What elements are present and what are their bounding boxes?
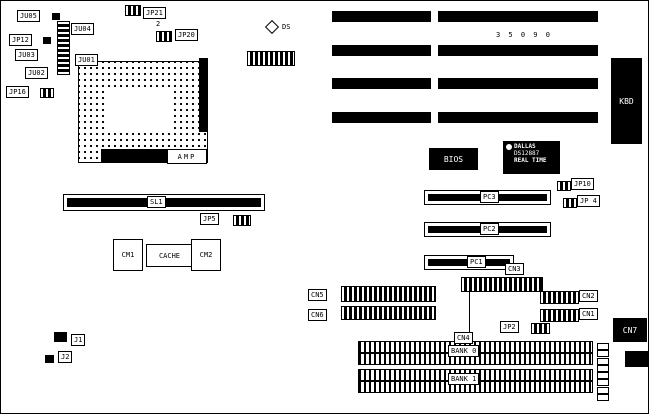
board-code: 3 5 0 9 0 <box>496 31 552 39</box>
isa-slot <box>438 45 598 56</box>
jumper-label-jp10: JP10 <box>571 178 594 190</box>
jumper-label-ju03: JU03 <box>15 49 38 61</box>
chip-cm1: CM1 <box>113 239 143 271</box>
jp21-connector <box>125 5 141 16</box>
slot-label-sl1: SL1 <box>147 196 166 208</box>
connector-label-cn6: CN6 <box>308 309 327 321</box>
cpu-bracket <box>101 149 167 162</box>
jumper-label-ju01: JU01 <box>75 54 98 66</box>
isa-slot <box>438 11 598 22</box>
ju05-connector <box>52 13 60 20</box>
jp20-pin1-marker: 2 <box>156 20 161 28</box>
isa-slot <box>438 78 598 89</box>
isa-slot <box>438 112 598 123</box>
jumper-label-jp5: JP5 <box>200 213 219 225</box>
voltage-regulator <box>199 58 208 132</box>
isa-slot <box>332 78 431 89</box>
bank0-label: BANK 0 <box>448 345 480 357</box>
cn1-connector <box>540 309 579 322</box>
chip-cm2: CM2 <box>191 239 221 271</box>
connector-label-cn1: CN1 <box>579 308 598 320</box>
keyboard-connector: KBD <box>611 58 642 144</box>
jumper-label-ju05: JU05 <box>17 10 40 22</box>
battery-diamond-icon <box>264 19 280 35</box>
jp4-connector <box>563 198 577 208</box>
jumper-label-j1: J1 <box>71 334 86 346</box>
connector-label-cn5: CN5 <box>308 289 327 301</box>
jumper-label-ju02: JU02 <box>25 67 48 79</box>
cn4-leader-line <box>469 291 470 333</box>
slot-label-pc3: PC3 <box>480 191 499 203</box>
ds-connector <box>247 51 295 66</box>
jp20-connector <box>156 31 172 42</box>
bios-chip: BIOS <box>429 148 478 170</box>
j2-connector <box>45 355 54 363</box>
jumper-label-ju04: JU04 <box>71 23 94 35</box>
jp16-connector <box>40 88 54 98</box>
pin-header <box>57 21 70 75</box>
jumper-label-jp20: JP20 <box>175 29 198 41</box>
chip-label-amp: AMP <box>167 149 207 164</box>
slot-label-pc1: PC1 <box>467 256 486 268</box>
power-pin-strip <box>597 343 609 401</box>
cn7-connector: CN7 <box>613 318 647 342</box>
cn5-connector <box>341 286 436 302</box>
isa-slot <box>332 112 431 123</box>
connector-label-cn2: CN2 <box>579 290 598 302</box>
rtc-text: DALLAS DS12887 REAL TIME <box>514 143 547 164</box>
isa-slot <box>332 11 431 22</box>
cn3-cn4-header <box>461 277 543 292</box>
connector-label-cn3: CN3 <box>505 263 524 275</box>
isa-slot <box>332 45 431 56</box>
battery-label-ds: DS <box>282 23 291 31</box>
jp5-connector <box>233 215 251 226</box>
cn6-connector <box>341 306 436 320</box>
jumper-label-jp16: JP16 <box>6 86 29 98</box>
connector-label-cn4: CN4 <box>454 332 473 344</box>
bank1-label: BANK 1 <box>448 373 480 385</box>
jp10-connector <box>557 181 571 191</box>
rtc-chip: DALLAS DS12887 REAL TIME <box>503 141 560 174</box>
slot-label-pc2: PC2 <box>480 223 499 235</box>
jumper-label-jp4: JP 4 <box>577 195 600 207</box>
cpu-socket-center <box>108 89 174 133</box>
jumper-label-jp21: JP21 <box>143 7 166 19</box>
power-connector <box>625 351 648 367</box>
jp12-connector <box>43 37 51 44</box>
jp2-connector <box>531 323 550 334</box>
clock-icon <box>506 144 512 150</box>
chip-cache: CACHE <box>146 244 193 267</box>
cn2-connector <box>540 291 579 304</box>
jumper-label-jp12: JP12 <box>9 34 32 46</box>
jumper-label-jp2: JP2 <box>500 321 519 333</box>
jumper-label-j2: J2 <box>58 351 73 363</box>
j1-connector <box>54 332 67 342</box>
